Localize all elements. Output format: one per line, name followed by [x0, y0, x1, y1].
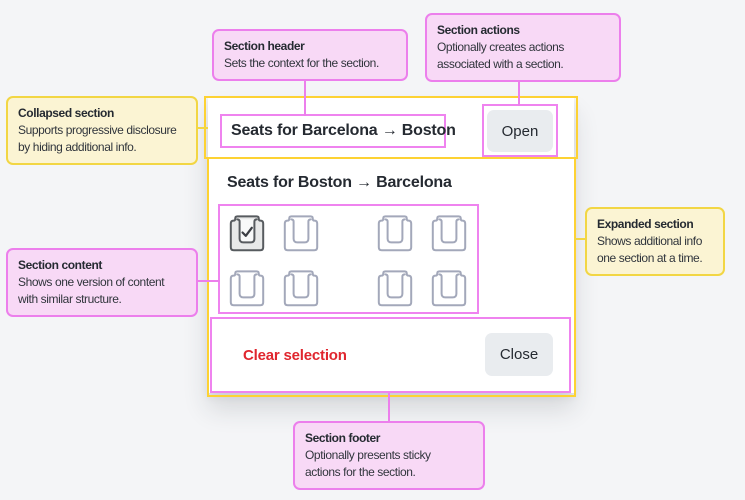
callout-text: Optionally presents sticky	[305, 448, 431, 462]
callout-text: Optionally creates actions	[437, 40, 565, 54]
seat[interactable]	[281, 269, 321, 308]
seat-icon	[431, 215, 467, 252]
seat-icon	[431, 270, 467, 307]
collapsed-section-title: Seats for Barcelona → Boston	[231, 122, 456, 139]
seat[interactable]	[375, 269, 415, 308]
expanded-section-connector	[574, 238, 587, 240]
callout-text: Supports progressive disclosure	[18, 123, 177, 137]
section-footer-connector	[388, 393, 390, 423]
clear-selection-button[interactable]: Clear selection	[243, 347, 347, 364]
section-actions-callout: Section actions Optionally creates actio…	[425, 13, 621, 82]
callout-title: Expanded section	[597, 217, 694, 231]
section-content-highlight	[218, 204, 479, 314]
seat-icon	[229, 270, 265, 307]
section-header-highlight: Seats for Barcelona → Boston	[220, 114, 456, 148]
callout-text: Shows additional info	[597, 234, 703, 248]
seat[interactable]	[429, 269, 469, 308]
seat-icon	[229, 215, 265, 252]
callout-text: actions for the section.	[305, 465, 416, 479]
seat-icon	[377, 215, 413, 252]
check-icon	[241, 226, 253, 237]
expanded-section-highlight	[207, 159, 576, 397]
expanded-section-title: Seats for Boston → Barcelona	[227, 174, 452, 191]
open-button[interactable]: Open	[487, 110, 553, 152]
seat[interactable]	[429, 214, 469, 253]
callout-title: Section footer	[305, 431, 381, 445]
section-actions-connector	[518, 80, 520, 106]
section-footer-callout: Section footer Optionally presents stick…	[293, 421, 485, 490]
close-button[interactable]: Close	[485, 333, 553, 376]
seat[interactable]	[281, 214, 321, 253]
seat-icon	[283, 270, 319, 307]
seat[interactable]	[375, 214, 415, 253]
expanded-section-callout: Expanded section Shows additional info o…	[585, 207, 725, 276]
callout-title: Section content	[18, 258, 103, 272]
section-content-callout: Section content Shows one version of con…	[6, 248, 198, 317]
seat-icon	[283, 215, 319, 252]
callout-title: Section header	[224, 39, 305, 53]
callout-title: Collapsed section	[18, 106, 114, 120]
section-content-connector	[198, 280, 220, 282]
section-header-callout: Section header Sets the context for the …	[212, 29, 408, 81]
callout-text: Sets the context for the section.	[224, 56, 379, 70]
seat-selected[interactable]	[227, 214, 267, 253]
callout-text: with similar structure.	[18, 292, 122, 306]
section-actions-highlight	[482, 104, 558, 157]
section-header-connector	[304, 79, 306, 116]
collapsed-section-callout: Collapsed section Supports progressive d…	[6, 96, 198, 165]
collapsed-section-connector	[198, 127, 208, 129]
callout-title: Section actions	[437, 23, 520, 37]
callout-text: associated with a section.	[437, 57, 564, 71]
seat[interactable]	[227, 269, 267, 308]
callout-text: by hiding additional info.	[18, 140, 137, 154]
callout-text: Shows one version of content	[18, 275, 165, 289]
seat-icon	[377, 270, 413, 307]
callout-text: one section at a time.	[597, 251, 703, 265]
